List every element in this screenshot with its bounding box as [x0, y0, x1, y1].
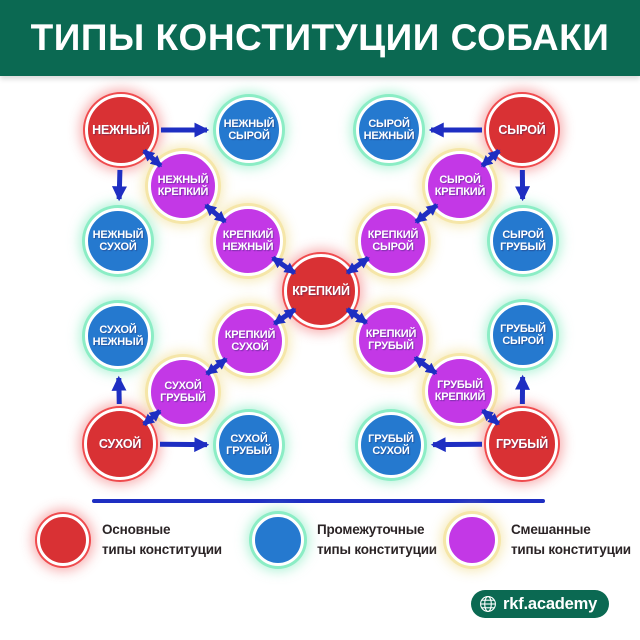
badge-label: rkf.academy	[503, 594, 598, 613]
node-label-line: НЕЖНЫЙ	[92, 228, 144, 241]
node-label-line: ГРУБЫЙ	[437, 378, 483, 391]
node-gruby: ГРУБЫЙ	[486, 408, 558, 480]
node-label-line: НЕЖНЫЙ	[222, 241, 274, 253]
node-label-line: ГРУБЫЙ	[500, 322, 546, 335]
node-label-line: СУХОЙ	[99, 241, 137, 253]
node-label-line: СЫРОЙ	[502, 228, 544, 241]
node-label-line: КРЕПКИЙ	[434, 391, 486, 403]
node-label-line: КРЕПКИЙ	[224, 328, 276, 341]
node-label-line: НЕЖНЫЙ	[92, 336, 144, 348]
legend-divider	[92, 499, 545, 503]
node-label-line: СЫРОЙ	[228, 130, 270, 142]
node-label-line: ГРУБЫЙ	[495, 437, 549, 451]
legend-dot-intermediate	[252, 514, 304, 566]
header-banner: ТИПЫ КОНСТИТУЦИИ СОБАКИ	[0, 0, 640, 76]
node-label-line: ГРУБЫЙ	[368, 340, 414, 352]
edge-nezhny-nezhny-sukhoy	[111, 169, 127, 202]
node-label-line: СЫРОЙ	[368, 117, 410, 130]
node-label-line: СУХОЙ	[230, 432, 268, 445]
node-krepkiy: КРЕПКИЙ	[284, 254, 358, 328]
node-label-line: СЫРОЙ	[439, 173, 481, 186]
page-title: ТИПЫ КОНСТИТУЦИИ СОБАКИ	[30, 17, 610, 58]
node-label-line: КРЕПКИЙ	[367, 228, 419, 241]
node-label-line: СЫРОЙ	[372, 241, 414, 253]
node-syroy: СЫРОЙ	[486, 94, 558, 166]
node-label-line: СУХОЙ	[99, 323, 137, 336]
node-label-line: ГРУБЫЙ	[226, 445, 272, 457]
node-label-line: ГРУБЫЙ	[368, 432, 414, 445]
node-label-line: СУХОЙ	[231, 341, 269, 353]
node-label-line: НЕЖНЫЙ	[92, 123, 150, 137]
node-label-line: СУХОЙ	[98, 437, 142, 451]
node-label-line: НЕЖНЫЙ	[363, 130, 415, 142]
node-label-line: ГРУБЫЙ	[160, 392, 206, 404]
globe-icon	[480, 596, 496, 612]
node-label-line: КРЕПКИЙ	[434, 186, 486, 198]
node-label-line: КРЕПКИЙ	[365, 327, 417, 340]
node-label-line: СЫРОЙ	[498, 123, 546, 137]
legend-dot-mixed	[446, 514, 498, 566]
node-label-line: НЕЖНЫЙ	[157, 173, 209, 186]
node-sukhoy: СУХОЙ	[84, 408, 156, 480]
node-label-line: КРЕПКИЙ	[157, 186, 209, 198]
node-label-line: СУХОЙ	[372, 445, 410, 457]
node-label-line: КРЕПКИЙ	[222, 228, 274, 241]
node-label-line: НЕЖНЫЙ	[223, 117, 275, 130]
node-label-line: СУХОЙ	[164, 379, 202, 392]
node-label-line: КРЕПКИЙ	[292, 284, 350, 298]
node-label-line: ГРУБЫЙ	[500, 241, 546, 253]
node-label-line: СЫРОЙ	[502, 335, 544, 347]
legend-dot-primary	[37, 514, 89, 566]
node-nezhny: НЕЖНЫЙ	[85, 94, 157, 166]
rkf-academy-badge: rkf.academy	[471, 590, 609, 618]
